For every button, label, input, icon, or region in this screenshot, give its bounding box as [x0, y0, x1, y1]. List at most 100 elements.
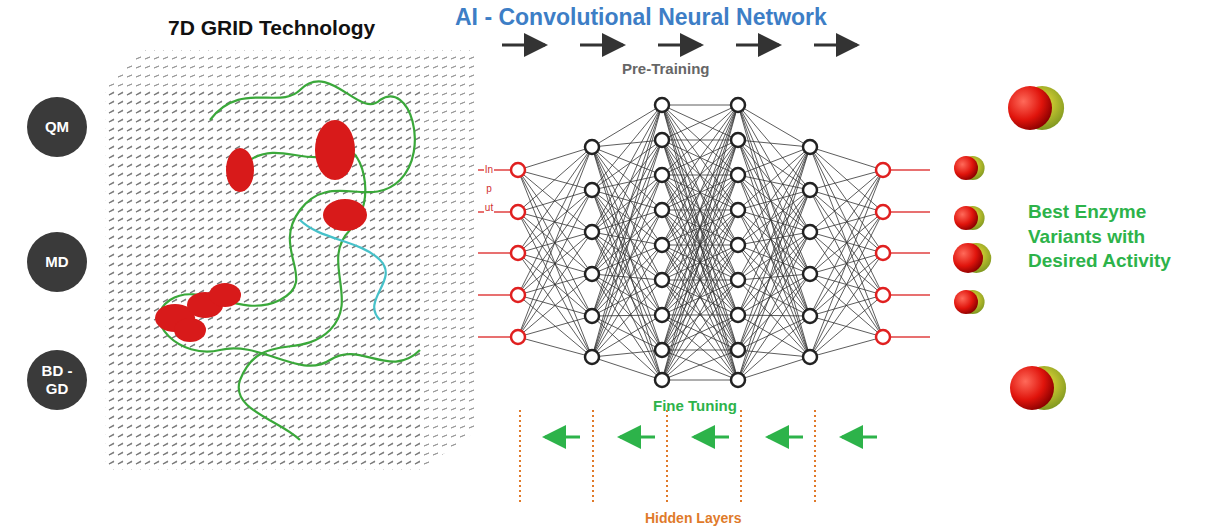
method-label: QM [35, 118, 79, 136]
neuron [803, 267, 817, 281]
enzyme-spheres [953, 86, 1066, 410]
synapse [662, 175, 738, 350]
synapse [738, 175, 810, 357]
synapse [738, 210, 810, 357]
synapse [518, 147, 592, 295]
synapse [592, 105, 662, 190]
neuron [655, 133, 669, 147]
neuron [731, 343, 745, 357]
synapse [738, 140, 810, 357]
synapse [738, 190, 810, 315]
synapse [738, 232, 810, 280]
synapse [592, 315, 662, 357]
layer-label: Input [484, 160, 494, 217]
synapse [810, 147, 883, 253]
synapse [592, 274, 662, 280]
synapse [518, 274, 592, 337]
sphere [954, 206, 978, 230]
neuron [585, 267, 599, 281]
synapse [518, 170, 592, 357]
method-circle: QM [27, 97, 87, 157]
synapse [518, 147, 592, 253]
heading: 7D GRID Technology [168, 16, 375, 40]
synapse [810, 295, 883, 357]
title: AI - Convolutional Neural Network [455, 4, 827, 31]
neuron [655, 343, 669, 357]
neuron [876, 205, 890, 219]
synapse [592, 232, 662, 245]
protein [160, 81, 420, 440]
sphere [1008, 86, 1052, 130]
synapse [662, 105, 738, 140]
synapse [662, 105, 738, 140]
method-label: BD - GD [35, 362, 79, 398]
guide-line [519, 410, 521, 505]
synapse [738, 232, 810, 315]
synapse [592, 280, 662, 316]
synapse [662, 105, 738, 315]
synapse [662, 105, 738, 280]
top-arrows [502, 44, 857, 47]
synapse [662, 350, 738, 380]
synapse [662, 380, 738, 381]
synapse [592, 175, 662, 274]
synapse [810, 337, 883, 357]
guide-line [740, 410, 742, 505]
synapse [592, 175, 662, 357]
synapse [810, 170, 883, 274]
synapse [738, 232, 810, 245]
synapse [738, 316, 810, 380]
neuron [585, 350, 599, 364]
neuron [655, 238, 669, 252]
synapse [738, 315, 810, 316]
grid-cube [105, 50, 478, 470]
method-label: MD [35, 253, 79, 271]
back-arrows [545, 436, 877, 439]
synapse [738, 274, 810, 315]
synapse [662, 175, 738, 350]
synapse [738, 190, 810, 380]
neuron [803, 309, 817, 323]
guide-line [814, 410, 816, 505]
synapse [592, 140, 662, 316]
synapse [810, 170, 883, 232]
synapse [518, 190, 592, 337]
neuron [731, 98, 745, 112]
synapse [592, 105, 662, 232]
neural-network [478, 98, 930, 387]
synapse [738, 175, 810, 274]
neuron [655, 168, 669, 182]
synapse [518, 337, 592, 357]
synapse [592, 140, 662, 357]
synapse [662, 105, 738, 315]
synapse [662, 105, 738, 380]
neuron [803, 350, 817, 364]
synapse [592, 232, 662, 315]
synapse [662, 105, 738, 210]
neuron [585, 183, 599, 197]
synapse [518, 232, 592, 337]
neuron [876, 246, 890, 260]
result-label: Best Enzyme Variants with Desired Activi… [1028, 200, 1206, 274]
neuron [731, 308, 745, 322]
synapse [518, 316, 592, 337]
sphere [953, 243, 983, 273]
neuron [803, 183, 817, 197]
synapse [592, 245, 662, 316]
synapse [662, 315, 738, 380]
synapse [738, 190, 810, 210]
synapse [518, 190, 592, 212]
synapse [592, 140, 662, 274]
neuron [511, 163, 525, 177]
method-circle: BD - GD [27, 350, 87, 410]
synapse [518, 295, 592, 357]
sphere [954, 156, 978, 180]
neuron [585, 225, 599, 239]
synapse [592, 175, 662, 316]
synapse [738, 274, 810, 380]
synapse [662, 210, 738, 350]
synapse [662, 105, 738, 175]
neuron [511, 330, 525, 344]
synapse [518, 147, 592, 212]
synapse [592, 105, 662, 147]
